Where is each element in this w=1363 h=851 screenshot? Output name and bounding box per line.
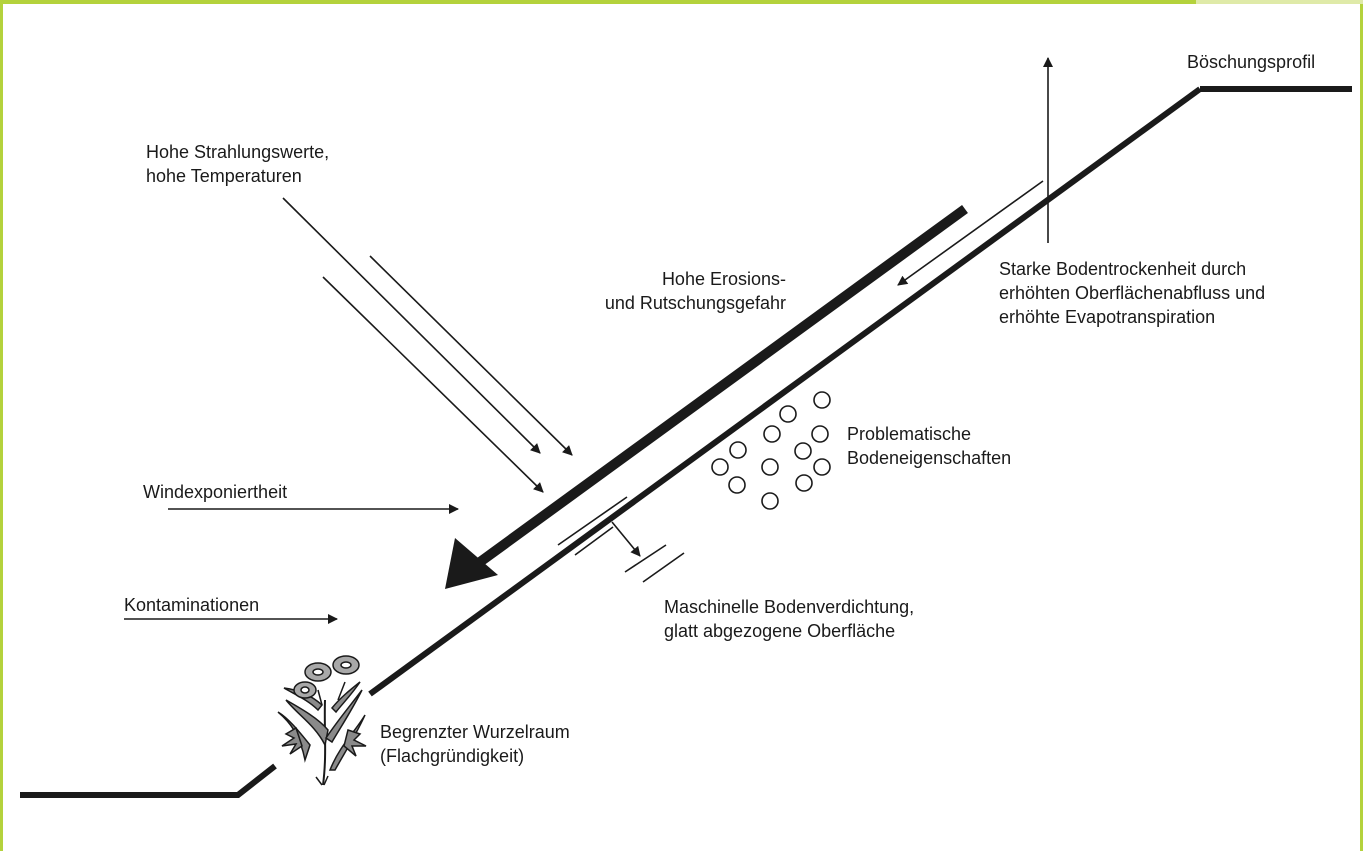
contamination-label: Kontaminationen: [124, 593, 259, 617]
compaction-label-line1: Maschinelle Bodenverdichtung,: [664, 595, 914, 619]
soil-properties-label: Problematische Bodeneigenschaften: [847, 422, 1011, 470]
root-space-label-line2: (Flachgründigkeit): [380, 744, 570, 768]
root-space-label-line1: Begrenzter Wurzelraum: [380, 720, 570, 744]
erosion-arrow: [445, 209, 965, 589]
root-space-label: Begrenzter Wurzelraum (Flachgründigkeit): [380, 720, 570, 768]
dryness-label-line1: Starke Bodentrockenheit durch: [999, 257, 1265, 281]
slope-profile-label: Böschungsprofil: [1187, 50, 1315, 74]
erosion-label: Hohe Erosions- und Rutschungsgefahr: [553, 267, 786, 315]
wind-label: Windexponiertheit: [143, 480, 287, 504]
dryness-label: Starke Bodentrockenheit durch erhöhten O…: [999, 257, 1265, 329]
radiation-label-line1: Hohe Strahlungswerte,: [146, 140, 329, 164]
erosion-label-line2: und Rutschungsgefahr: [553, 291, 786, 315]
radiation-label-line2: hohe Temperaturen: [146, 164, 329, 188]
soil-properties-label-line1: Problematische: [847, 422, 1011, 446]
dryness-label-line2: erhöhten Oberflächenabfluss und: [999, 281, 1265, 305]
radiation-arrows: [283, 198, 572, 492]
compaction-label: Maschinelle Bodenverdichtung, glatt abge…: [664, 595, 914, 643]
compaction-label-line2: glatt abgezogene Oberfläche: [664, 619, 914, 643]
soil-particle-icon: [712, 392, 830, 509]
radiation-label: Hohe Strahlungswerte, hohe Temperaturen: [146, 140, 329, 188]
erosion-label-line1: Hohe Erosions-: [553, 267, 786, 291]
slope-profile: [20, 89, 1352, 795]
plant-icon: [278, 656, 366, 785]
dryness-label-line3: erhöhte Evapotranspiration: [999, 305, 1265, 329]
soil-properties-label-line2: Bodeneigenschaften: [847, 446, 1011, 470]
